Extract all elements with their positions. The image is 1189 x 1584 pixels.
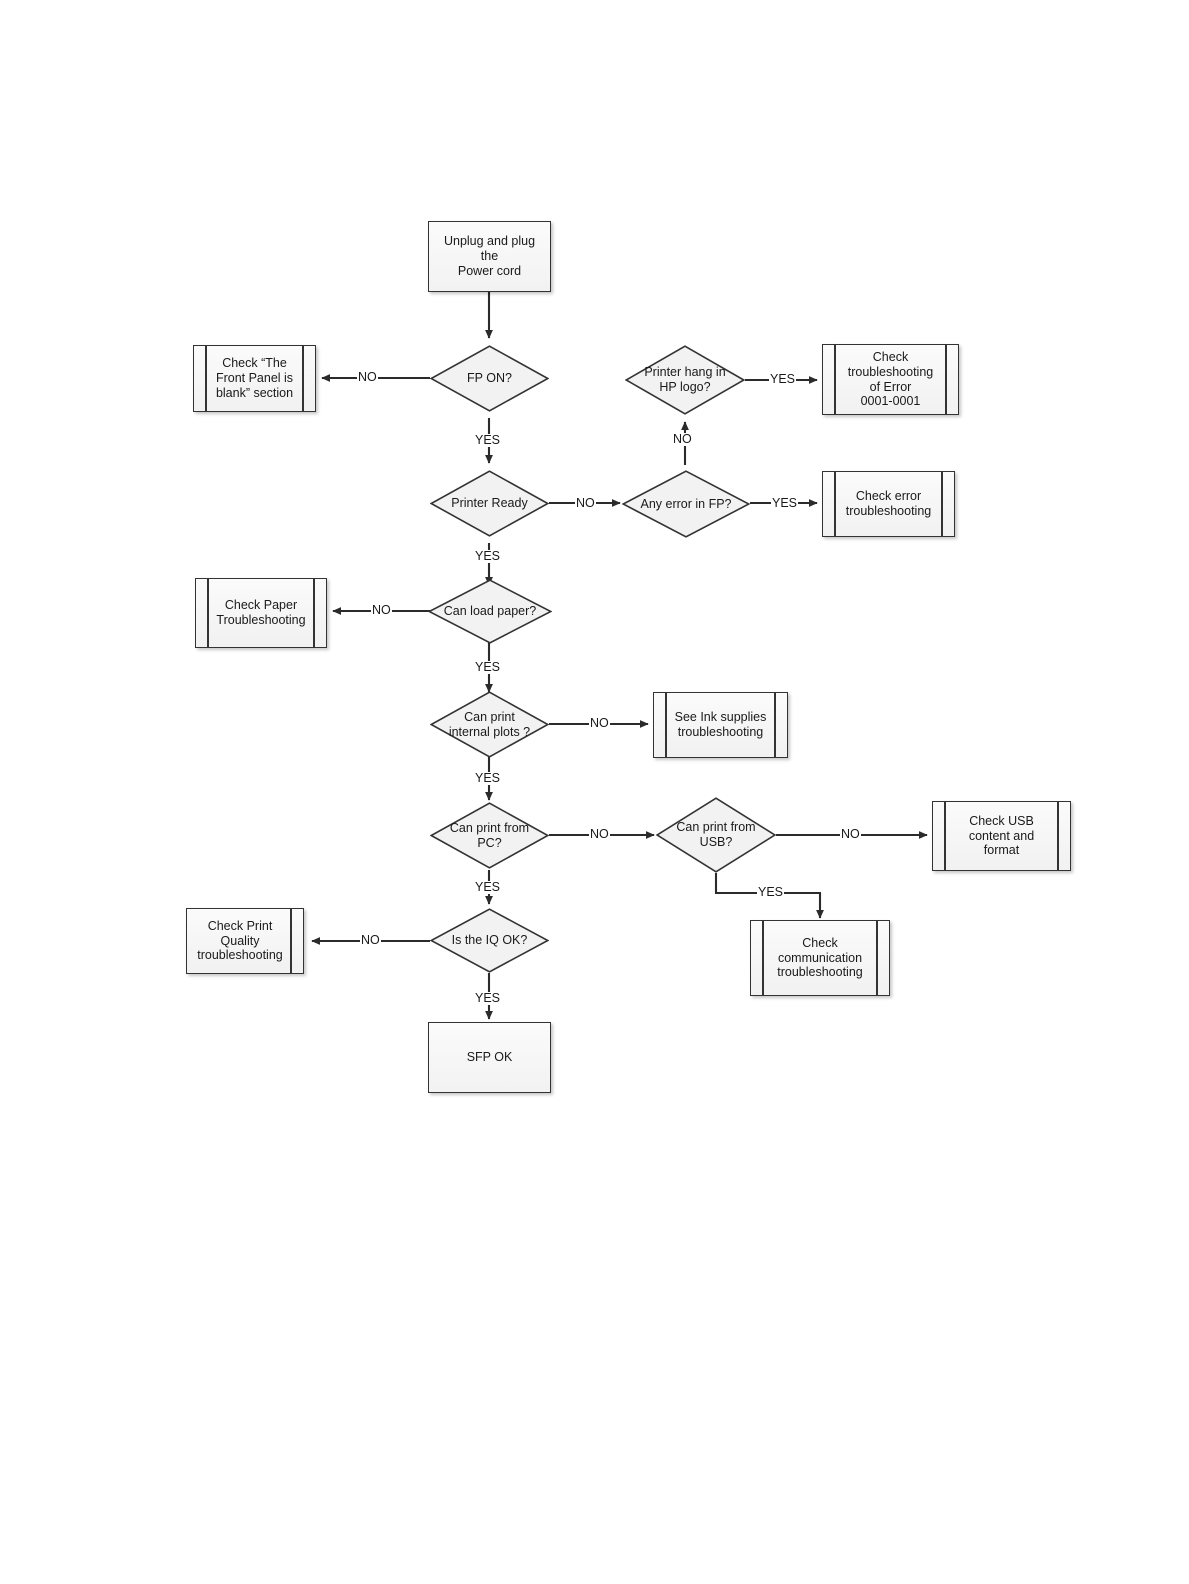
node-sfp-ok[interactable]: SFP OK [428, 1022, 551, 1093]
node-check-usb-content[interactable]: Check USB content and format [932, 801, 1071, 871]
edge-label-hanglogo-no: NO [672, 432, 693, 446]
node-printer-ready[interactable]: Printer Ready [430, 470, 549, 537]
edge-label-printusb-yes: YES [757, 885, 785, 899]
edge-label-anyerror-yes: YES [771, 496, 799, 510]
edge-label-hanglogo-yes: YES [769, 372, 797, 386]
node-check-paper-troubleshooting[interactable]: Check Paper Troubleshooting [195, 578, 327, 648]
node-unplug-power-cord[interactable]: Unplug and plug the Power cord [428, 221, 551, 292]
node-label: Can print from USB? [676, 820, 756, 849]
node-any-error-in-fp[interactable]: Any error in FP? [622, 470, 750, 538]
diamond-shape [430, 802, 549, 869]
node-check-error-troubleshooting[interactable]: Check error troubleshooting [822, 471, 955, 537]
diamond-shape [430, 691, 549, 758]
node-label: Check communication troubleshooting [777, 935, 863, 980]
node-is-the-iq-ok[interactable]: Is the IQ OK? [430, 908, 549, 973]
predefined-left-bar [834, 345, 836, 414]
node-label: Printer hang in HP logo? [644, 365, 726, 394]
predefined-left-bar [205, 346, 207, 411]
node-fp-on[interactable]: FP ON? [430, 345, 549, 412]
predefined-left-bar [665, 693, 667, 757]
predefined-right-bar [290, 909, 292, 973]
node-label: Can load paper? [443, 604, 537, 619]
node-label: Printer Ready [451, 496, 528, 511]
edge-label-iqok-no: NO [360, 933, 381, 947]
node-check-troubleshooting-error[interactable]: Check troubleshooting of Error 0001-0001 [822, 344, 959, 415]
edge-label-loadpaper-no: NO [371, 603, 392, 617]
node-label: Can print from PC? [449, 820, 530, 850]
predefined-right-bar [876, 921, 878, 995]
diamond-shape [430, 345, 549, 412]
node-label: Check error troubleshooting [845, 489, 932, 518]
diamond-shape [625, 345, 745, 415]
node-label: Check “The Front Panel is blank” section [215, 356, 294, 400]
diamond-shape [430, 470, 549, 537]
node-can-load-paper[interactable]: Can load paper? [428, 579, 552, 644]
predefined-right-bar [941, 472, 943, 536]
node-can-print-from-pc[interactable]: Can print from PC? [430, 802, 549, 869]
predefined-right-bar [945, 345, 947, 414]
predefined-right-bar [302, 346, 304, 411]
node-label: Check Print Quality troubleshooting [197, 918, 283, 963]
node-label: Can print internal plots ? [448, 709, 531, 739]
node-label: Check USB content and format [968, 813, 1035, 858]
diamond-shape [622, 470, 750, 538]
node-label: Is the IQ OK? [451, 933, 528, 948]
node-label: See Ink supplies troubleshooting [674, 710, 767, 739]
node-check-print-quality[interactable]: Check Print Quality troubleshooting [186, 908, 304, 974]
edge-label-printerready-yes: YES [474, 549, 502, 563]
edge-label-printusb-no: NO [840, 827, 861, 841]
edge-label-printpc-no: NO [589, 827, 610, 841]
predefined-left-bar [207, 579, 209, 647]
edge-label-printerready-no: NO [575, 496, 596, 510]
node-check-communication[interactable]: Check communication troubleshooting [750, 920, 890, 996]
predefined-left-bar [834, 472, 836, 536]
predefined-left-bar [762, 921, 764, 995]
edge-label-internalplots-no: NO [589, 716, 610, 730]
diamond-shape [428, 579, 552, 644]
node-printer-hang-hp-logo[interactable]: Printer hang in HP logo? [625, 345, 745, 415]
edge-label-printpc-yes: YES [474, 880, 502, 894]
node-label: Check Paper Troubleshooting [216, 598, 306, 627]
node-label: Check troubleshooting of Error 0001-0001 [847, 350, 934, 409]
node-can-print-from-usb[interactable]: Can print from USB? [656, 797, 776, 873]
node-can-print-internal-plots[interactable]: Can print internal plots ? [430, 691, 549, 758]
diamond-shape [656, 797, 776, 873]
node-label: Any error in FP? [640, 496, 732, 511]
node-label: Unplug and plug the Power cord [443, 234, 536, 278]
node-check-front-panel-blank[interactable]: Check “The Front Panel is blank” section [193, 345, 316, 412]
node-see-ink-supplies[interactable]: See Ink supplies troubleshooting [653, 692, 788, 758]
edge-label-fpon-no: NO [357, 370, 378, 384]
predefined-right-bar [1057, 802, 1059, 870]
diamond-shape [430, 908, 549, 973]
edge-label-loadpaper-yes: YES [474, 660, 502, 674]
predefined-left-bar [944, 802, 946, 870]
node-label: SFP OK [466, 1050, 513, 1065]
edge-label-iqok-yes: YES [474, 991, 502, 1005]
predefined-right-bar [774, 693, 776, 757]
edge-label-internalplots-yes: YES [474, 771, 502, 785]
predefined-right-bar [313, 579, 315, 647]
edge-label-fpon-yes: YES [474, 433, 502, 447]
node-label: FP ON? [467, 371, 512, 386]
